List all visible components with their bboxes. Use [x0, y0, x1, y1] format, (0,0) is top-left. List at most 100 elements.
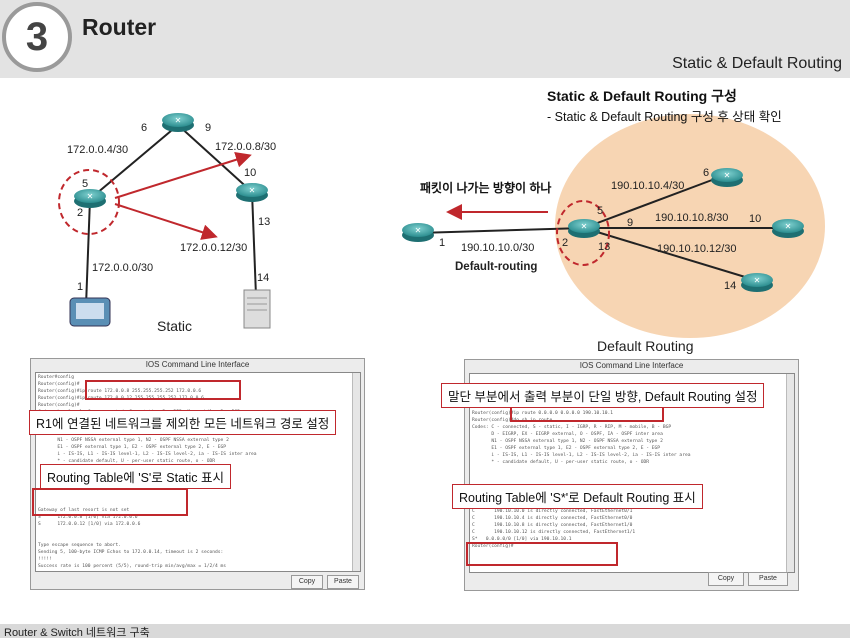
pc-icon [69, 297, 111, 327]
interface-label: 2 [562, 237, 568, 249]
cli-line: C 190.10.10.0 is directly connected, Fas… [472, 509, 633, 514]
scrollbar[interactable] [786, 374, 794, 572]
network-label: 190.10.10.8/30 [655, 212, 728, 224]
router-icon: ✕ [772, 219, 804, 238]
cli-line: Gateway of last resort is not set [38, 508, 130, 513]
default-topology-diagram: Static & Default Routing 구성 - Static & D… [402, 88, 825, 354]
interface-label: 14 [724, 280, 736, 292]
cli-line: S 172.0.0.12 [1/0] via 172.0.0.6 [38, 522, 141, 527]
highlight-box [32, 488, 188, 516]
network-label: 190.10.10.12/30 [657, 243, 737, 255]
callout-left-1: R1에 연결된 네트워크를 제외한 모든 네트워크 경로 설정 [29, 410, 337, 435]
interface-label: 10 [244, 167, 256, 179]
svg-text:✕: ✕ [87, 192, 94, 201]
network-label: 190.10.10.4/30 [611, 180, 684, 192]
cli-line [38, 528, 358, 535]
cli-line: D - EIGRP, EX - EIGRP external, O - OSPF… [472, 432, 663, 437]
network-label: 172.0.0.4/30 [67, 144, 128, 156]
highlight-circle [556, 200, 610, 266]
cli-line [472, 473, 792, 480]
cli-line: Router#config [38, 375, 74, 380]
interface-label: 13 [258, 216, 270, 228]
paste-button[interactable]: Paste [327, 575, 359, 589]
diagram-caption: Default Routing [597, 338, 694, 354]
cli-line: S* 0.0.0.0/0 [1/0] via 190.10.10.1 [472, 537, 572, 542]
interface-label: 6 [703, 167, 709, 179]
interface-label: 1 [439, 237, 445, 249]
cli-line: * - candidate default, U - per-user stat… [472, 460, 650, 465]
interface-label: 1 [77, 281, 83, 293]
interface-label: 13 [598, 241, 610, 253]
network-label: 190.10.10.0/30 [461, 242, 534, 254]
highlight-box [85, 380, 241, 400]
callout-right-1: 말단 부분에서 출력 부분이 단일 방향, Default Routing 설정 [441, 383, 765, 408]
interface-label: 9 [205, 122, 211, 134]
cli-line [38, 535, 358, 542]
svg-text:✕: ✕ [415, 226, 422, 235]
slide-subtitle: Static & Default Routing [672, 55, 842, 72]
server-icon [243, 289, 271, 329]
paste-button[interactable]: Paste [748, 572, 788, 586]
cli-line: Router(config)# [38, 382, 80, 387]
cli-line: N1 - OSPF NSSA external type 1, N2 - OSP… [472, 439, 663, 444]
cli-line: E1 - OSPF external type 1, E2 - OSPF ext… [472, 446, 661, 451]
interface-label: 6 [141, 122, 147, 134]
svg-text:✕: ✕ [754, 276, 761, 285]
cli-line: Router(config)#ip route 172.0.0.8 255.25… [38, 389, 202, 394]
highlight-circle [58, 169, 120, 235]
cli-line: C 190.10.10.12 is directly connected, Fa… [472, 530, 636, 535]
cli-window-title: IOS Command Line Interface [579, 361, 684, 370]
cli-line: Success rate is 100 percent (5/5), round… [38, 564, 227, 569]
copy-button[interactable]: Copy [708, 572, 744, 586]
copy-button[interactable]: Copy [291, 575, 323, 589]
interface-label: 9 [627, 217, 633, 229]
router-icon: ✕ [402, 223, 434, 242]
slide-title: Router [82, 14, 157, 40]
router-icon: ✕ [711, 168, 743, 187]
router-icon: ✕ [162, 113, 194, 132]
cli-line: !!!!! [38, 557, 52, 562]
cli-line: E1 - OSPF external type 1, E2 - OSPF ext… [38, 445, 227, 450]
network-label: 172.0.0.8/30 [215, 141, 276, 153]
cli-line: i - IS-IS, L1 - IS-IS level-1, L2 - IS-I… [38, 452, 257, 457]
slide-header [0, 0, 850, 78]
scrollbar[interactable] [352, 373, 360, 571]
cli-line [472, 375, 792, 382]
cli-line: Router(config)#ip route 0.0.0.0 0.0.0.0 … [472, 411, 614, 416]
router-icon: ✕ [74, 189, 106, 208]
interface-label: 10 [749, 213, 761, 225]
slide-footer: Router & Switch 네트워크 구축 [0, 624, 850, 639]
footer-text: Router & Switch 네트워크 구축 [4, 627, 150, 639]
cli-line [472, 466, 792, 473]
router-icon: ✕ [741, 273, 773, 292]
svg-text:✕: ✕ [175, 116, 182, 125]
network-label: 172.0.0.12/30 [180, 242, 247, 254]
cli-line: Router(config)# [472, 544, 514, 549]
svg-text:✕: ✕ [785, 222, 792, 231]
cli-line [38, 570, 358, 571]
static-topology-diagram: ✕ ✕ ✕ 6 9 5 2 10 13 14 1 172.0.0.4/30 17… [58, 113, 276, 334]
callout-right-2: Routing Table에 'S*'로 Default Routing 표시 [452, 484, 703, 509]
callout-left-2: Routing Table에 'S'로 Static 표시 [40, 464, 232, 489]
section-bullet: - Static & Default Routing 구성 후 상태 확인 [547, 110, 782, 124]
cli-line: * - candidate default, U - per-user stat… [38, 459, 216, 464]
default-routing-label: Default-routing [455, 261, 537, 273]
interface-label: 5 [82, 178, 88, 190]
interface-label: 14 [257, 272, 269, 284]
cli-window-title: IOS Command Line Interface [145, 360, 250, 369]
cli-line: Codes: C - connected, S - static, I - IG… [472, 425, 672, 430]
interface-label: 5 [597, 205, 603, 217]
cli-text: Router(config)#ip roRouter(config)#ip ro… [470, 374, 794, 551]
arrow-label: 패킷이 나가는 방향이 하나 [420, 180, 551, 195]
cli-line: S 172.0.0.8 [1/0] via 172.0.0.6 [38, 515, 138, 520]
router-icon: ✕ [236, 183, 268, 202]
cli-line: C 190.10.10.8 is directly connected, Fas… [472, 523, 633, 528]
svg-text:✕: ✕ [581, 222, 588, 231]
cli-line: Sending 5, 100-byte ICMP Echos to 172.0.… [38, 550, 224, 555]
network-label: 172.0.0.0/30 [92, 262, 153, 274]
cli-line: Type escape sequence to abort. [38, 543, 121, 548]
router-icon: ✕ [568, 219, 600, 238]
cli-line: i - IS-IS, L1 - IS-IS level-1, L2 - IS-I… [472, 453, 691, 458]
highlight-box [466, 542, 618, 566]
section-number-badge: 3 [2, 2, 72, 72]
